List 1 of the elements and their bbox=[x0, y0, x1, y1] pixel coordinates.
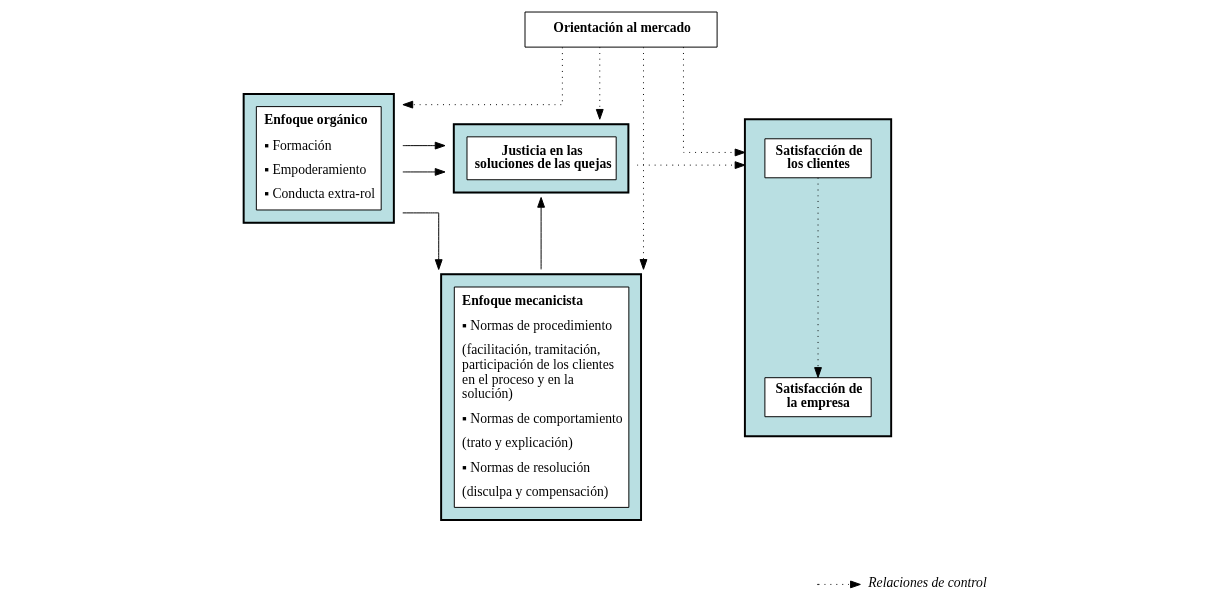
legend-label: Relaciones de control bbox=[868, 575, 987, 591]
